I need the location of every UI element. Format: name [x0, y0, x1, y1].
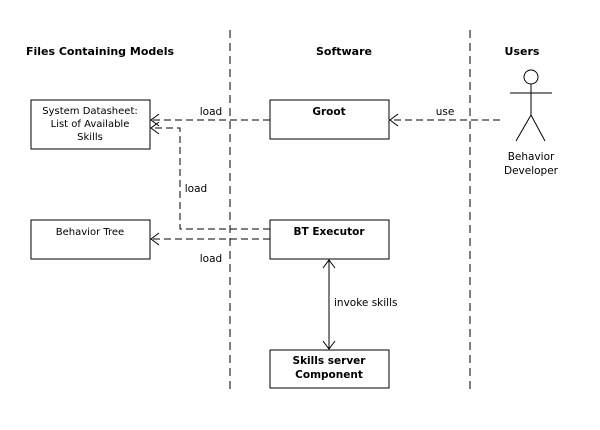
executor-load-datasheet-label: load	[185, 183, 207, 195]
edge-actor-use-groot	[389, 113, 500, 127]
edge-executor-load-datasheet	[150, 121, 270, 230]
lane-header-users: Users	[505, 45, 540, 58]
edge-executor-load-tree	[150, 232, 270, 246]
behavior-tree-label: Behavior Tree	[56, 227, 124, 238]
executor-load-tree-label: load	[200, 253, 222, 265]
system-datasheet-line-1: System Datasheet:	[42, 106, 138, 117]
invoke-skills-label: invoke skills	[334, 297, 398, 309]
lane-header-files: Files Containing Models	[26, 45, 175, 58]
use-label: use	[436, 106, 455, 118]
skills-server-box[interactable]: Skills server Component	[269, 349, 390, 389]
actor-label-line-2: Developer	[504, 165, 559, 177]
edge-invoke-skills	[322, 259, 336, 350]
behavior-developer-actor-icon[interactable]	[510, 69, 552, 142]
groot-label: Groot	[312, 106, 345, 118]
system-datasheet-line-3: Skills	[77, 132, 103, 143]
skills-server-line-2: Component	[295, 369, 363, 381]
system-datasheet-box[interactable]: System Datasheet: List of Available Skil…	[30, 99, 151, 150]
lane-header-software: Software	[316, 45, 372, 58]
system-datasheet-line-2: List of Available	[51, 119, 130, 130]
skills-server-line-1: Skills server	[293, 355, 367, 367]
bt-executor-label: BT Executor	[294, 226, 366, 238]
bt-executor-box[interactable]: BT Executor	[269, 219, 390, 260]
groot-load-label: load	[200, 106, 222, 118]
behavior-tree-box[interactable]: Behavior Tree	[30, 219, 151, 260]
groot-box[interactable]: Groot	[269, 99, 390, 140]
actor-label-line-1: Behavior	[508, 151, 555, 163]
